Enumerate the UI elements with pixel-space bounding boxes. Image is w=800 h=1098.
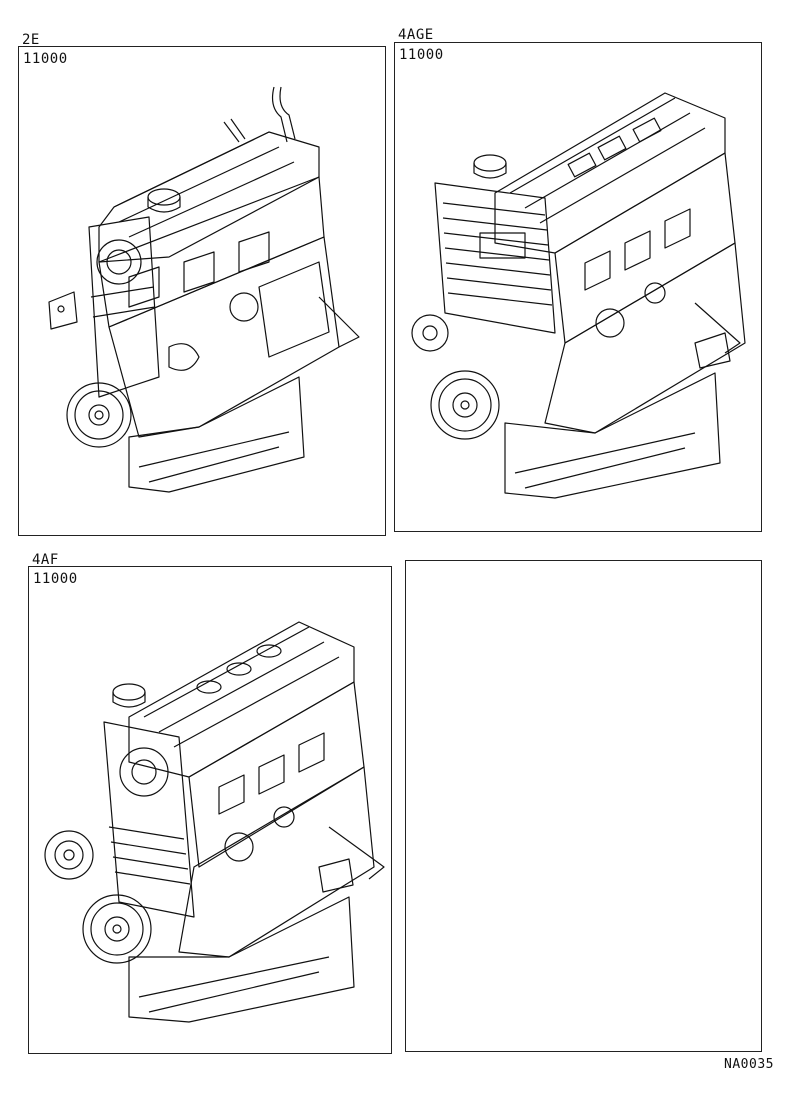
engine-label-4age: 4AGE xyxy=(398,27,434,43)
panel-4af: 11000 xyxy=(28,566,392,1054)
panel-2e: 11000 xyxy=(18,46,386,536)
panel-4age: 11000 xyxy=(394,42,762,532)
engine-drawing-2e xyxy=(48,86,360,493)
part-number-4af: 11000 xyxy=(33,571,78,587)
engine-label-4af: 4AF xyxy=(32,552,59,568)
figure-reference: NA0035 xyxy=(724,1057,774,1072)
panel-empty xyxy=(405,560,762,1052)
engine-drawing-4af xyxy=(44,621,385,1023)
engine-label-2e: 2E xyxy=(22,32,40,48)
part-number-2e: 11000 xyxy=(23,51,68,67)
engine-drawing-4age xyxy=(411,92,746,499)
part-number-4age: 11000 xyxy=(399,47,444,63)
